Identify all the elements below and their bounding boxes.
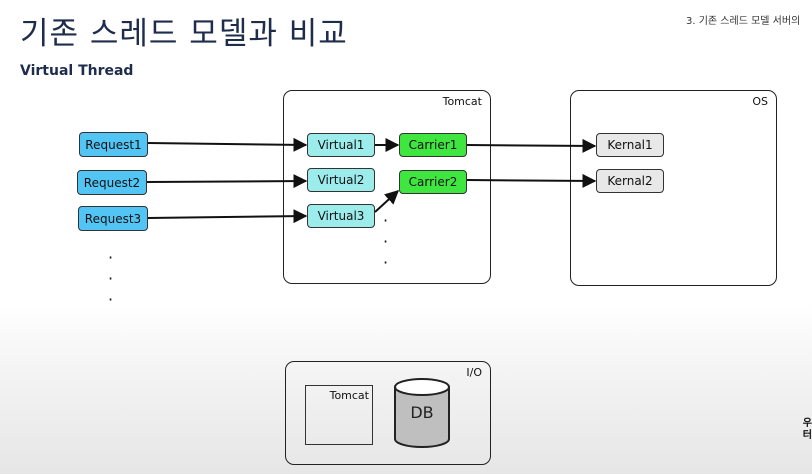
kernel-thread-2: Kernal2 xyxy=(596,169,664,193)
carrier-thread-2: Carrier2 xyxy=(399,170,467,194)
virtual-thread-1: Virtual1 xyxy=(307,133,375,157)
database-label: DB xyxy=(410,403,434,422)
arrow-request1-to-virtual1 xyxy=(147,137,308,152)
kernel-thread-1: Kernal1 xyxy=(596,133,664,157)
os-label: OS xyxy=(752,95,768,108)
database-icon xyxy=(394,378,450,448)
arrow-carrier1-to-kernel1 xyxy=(466,138,597,153)
request-node-2: Request2 xyxy=(77,170,147,195)
io-tomcat-label: Tomcat xyxy=(329,389,369,402)
io-container: I/O xyxy=(285,361,491,465)
virtual-ellipsis: · · · xyxy=(383,211,389,272)
request-node-1: Request1 xyxy=(79,132,148,157)
virtual-thread-3: Virtual3 xyxy=(307,204,375,228)
os-container: OS xyxy=(570,90,777,286)
arrow-request2-to-virtual2 xyxy=(146,174,308,189)
tomcat-label: Tomcat xyxy=(442,95,482,108)
arrow-virtual3-to-carrier2 xyxy=(374,190,400,213)
io-label: I/O xyxy=(466,366,482,379)
section-subtitle: Virtual Thread xyxy=(20,63,134,79)
section-breadcrumb: 3. 기존 스레드 모델 서버의 xyxy=(686,16,801,27)
arrow-carrier2-to-kernel2 xyxy=(466,173,597,188)
slide-title: 기존 스레드 모델과 비교 xyxy=(20,16,348,52)
virtual-thread-2: Virtual2 xyxy=(307,168,375,192)
carrier-thread-1: Carrier1 xyxy=(399,133,467,157)
request-node-3: Request3 xyxy=(78,206,148,231)
arrow-request3-to-virtual3 xyxy=(147,209,308,224)
request-ellipsis: · · · xyxy=(108,248,114,309)
corner-watermark: 우 터 xyxy=(802,418,812,441)
tomcat-container: Tomcat xyxy=(283,90,491,284)
io-tomcat-box: Tomcat xyxy=(305,385,373,445)
